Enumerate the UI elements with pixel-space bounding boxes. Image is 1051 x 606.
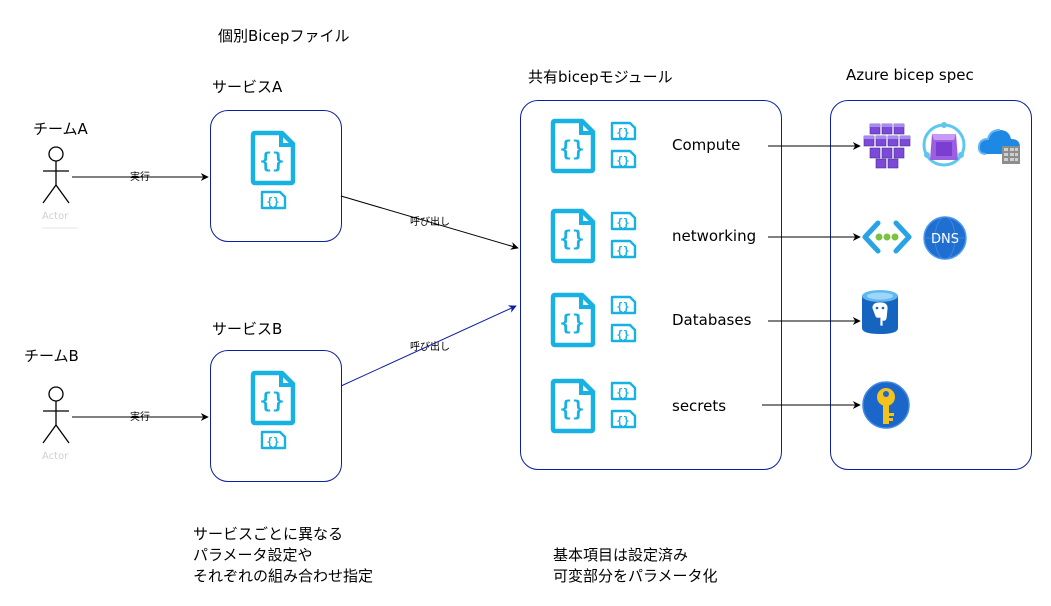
container-registry-icon bbox=[922, 122, 966, 167]
module-label-secrets: secrets bbox=[672, 397, 727, 415]
module-note-line: 可変部分をパラメータ化 bbox=[553, 567, 718, 585]
actor-label-a: Actor bbox=[42, 211, 69, 222]
service-notes: サービスごとに異なる パラメータ設定や それぞれの組み合わせ指定 bbox=[193, 524, 373, 587]
svg-text:DNS: DNS bbox=[931, 232, 959, 247]
service-b-label: サービスB bbox=[212, 320, 283, 338]
call-label-b: 呼び出し bbox=[410, 342, 450, 353]
postgresql-database-icon bbox=[862, 290, 898, 334]
module-label-compute: Compute bbox=[672, 136, 741, 154]
team-b-label: チームB bbox=[24, 347, 79, 365]
module-note-line: 基本項目は設定済み bbox=[553, 546, 689, 564]
service-note-line: パラメータ設定や bbox=[193, 546, 313, 564]
call-arrow-a bbox=[340, 195, 519, 250]
bicep-spec-heading: Azure bicep spec bbox=[846, 66, 974, 84]
cloud-service-icon bbox=[978, 129, 1020, 164]
service-note-line: サービスごとに異なる bbox=[193, 525, 344, 543]
shared-modules-heading: 共有bicepモジュール bbox=[528, 68, 673, 86]
module-label-databases: Databases bbox=[672, 311, 752, 329]
kubernetes-icon bbox=[863, 123, 911, 169]
module-notes: 基本項目は設定済み 可変部分をパラメータ化 bbox=[553, 545, 718, 587]
service-a-label: サービスA bbox=[212, 78, 283, 96]
service-note-line: それぞれの組み合わせ指定 bbox=[193, 567, 374, 585]
key-vault-icon bbox=[862, 381, 910, 429]
actor-label-b: Actor bbox=[42, 451, 69, 462]
virtual-network-icon bbox=[862, 220, 912, 254]
team-a-label: チームA bbox=[33, 120, 88, 138]
individual-files-heading: 個別Bicepファイル bbox=[218, 27, 350, 45]
call-arrow-b bbox=[340, 305, 517, 387]
dns-icon: DNS bbox=[923, 216, 967, 260]
module-label-networking: networking bbox=[672, 227, 757, 245]
